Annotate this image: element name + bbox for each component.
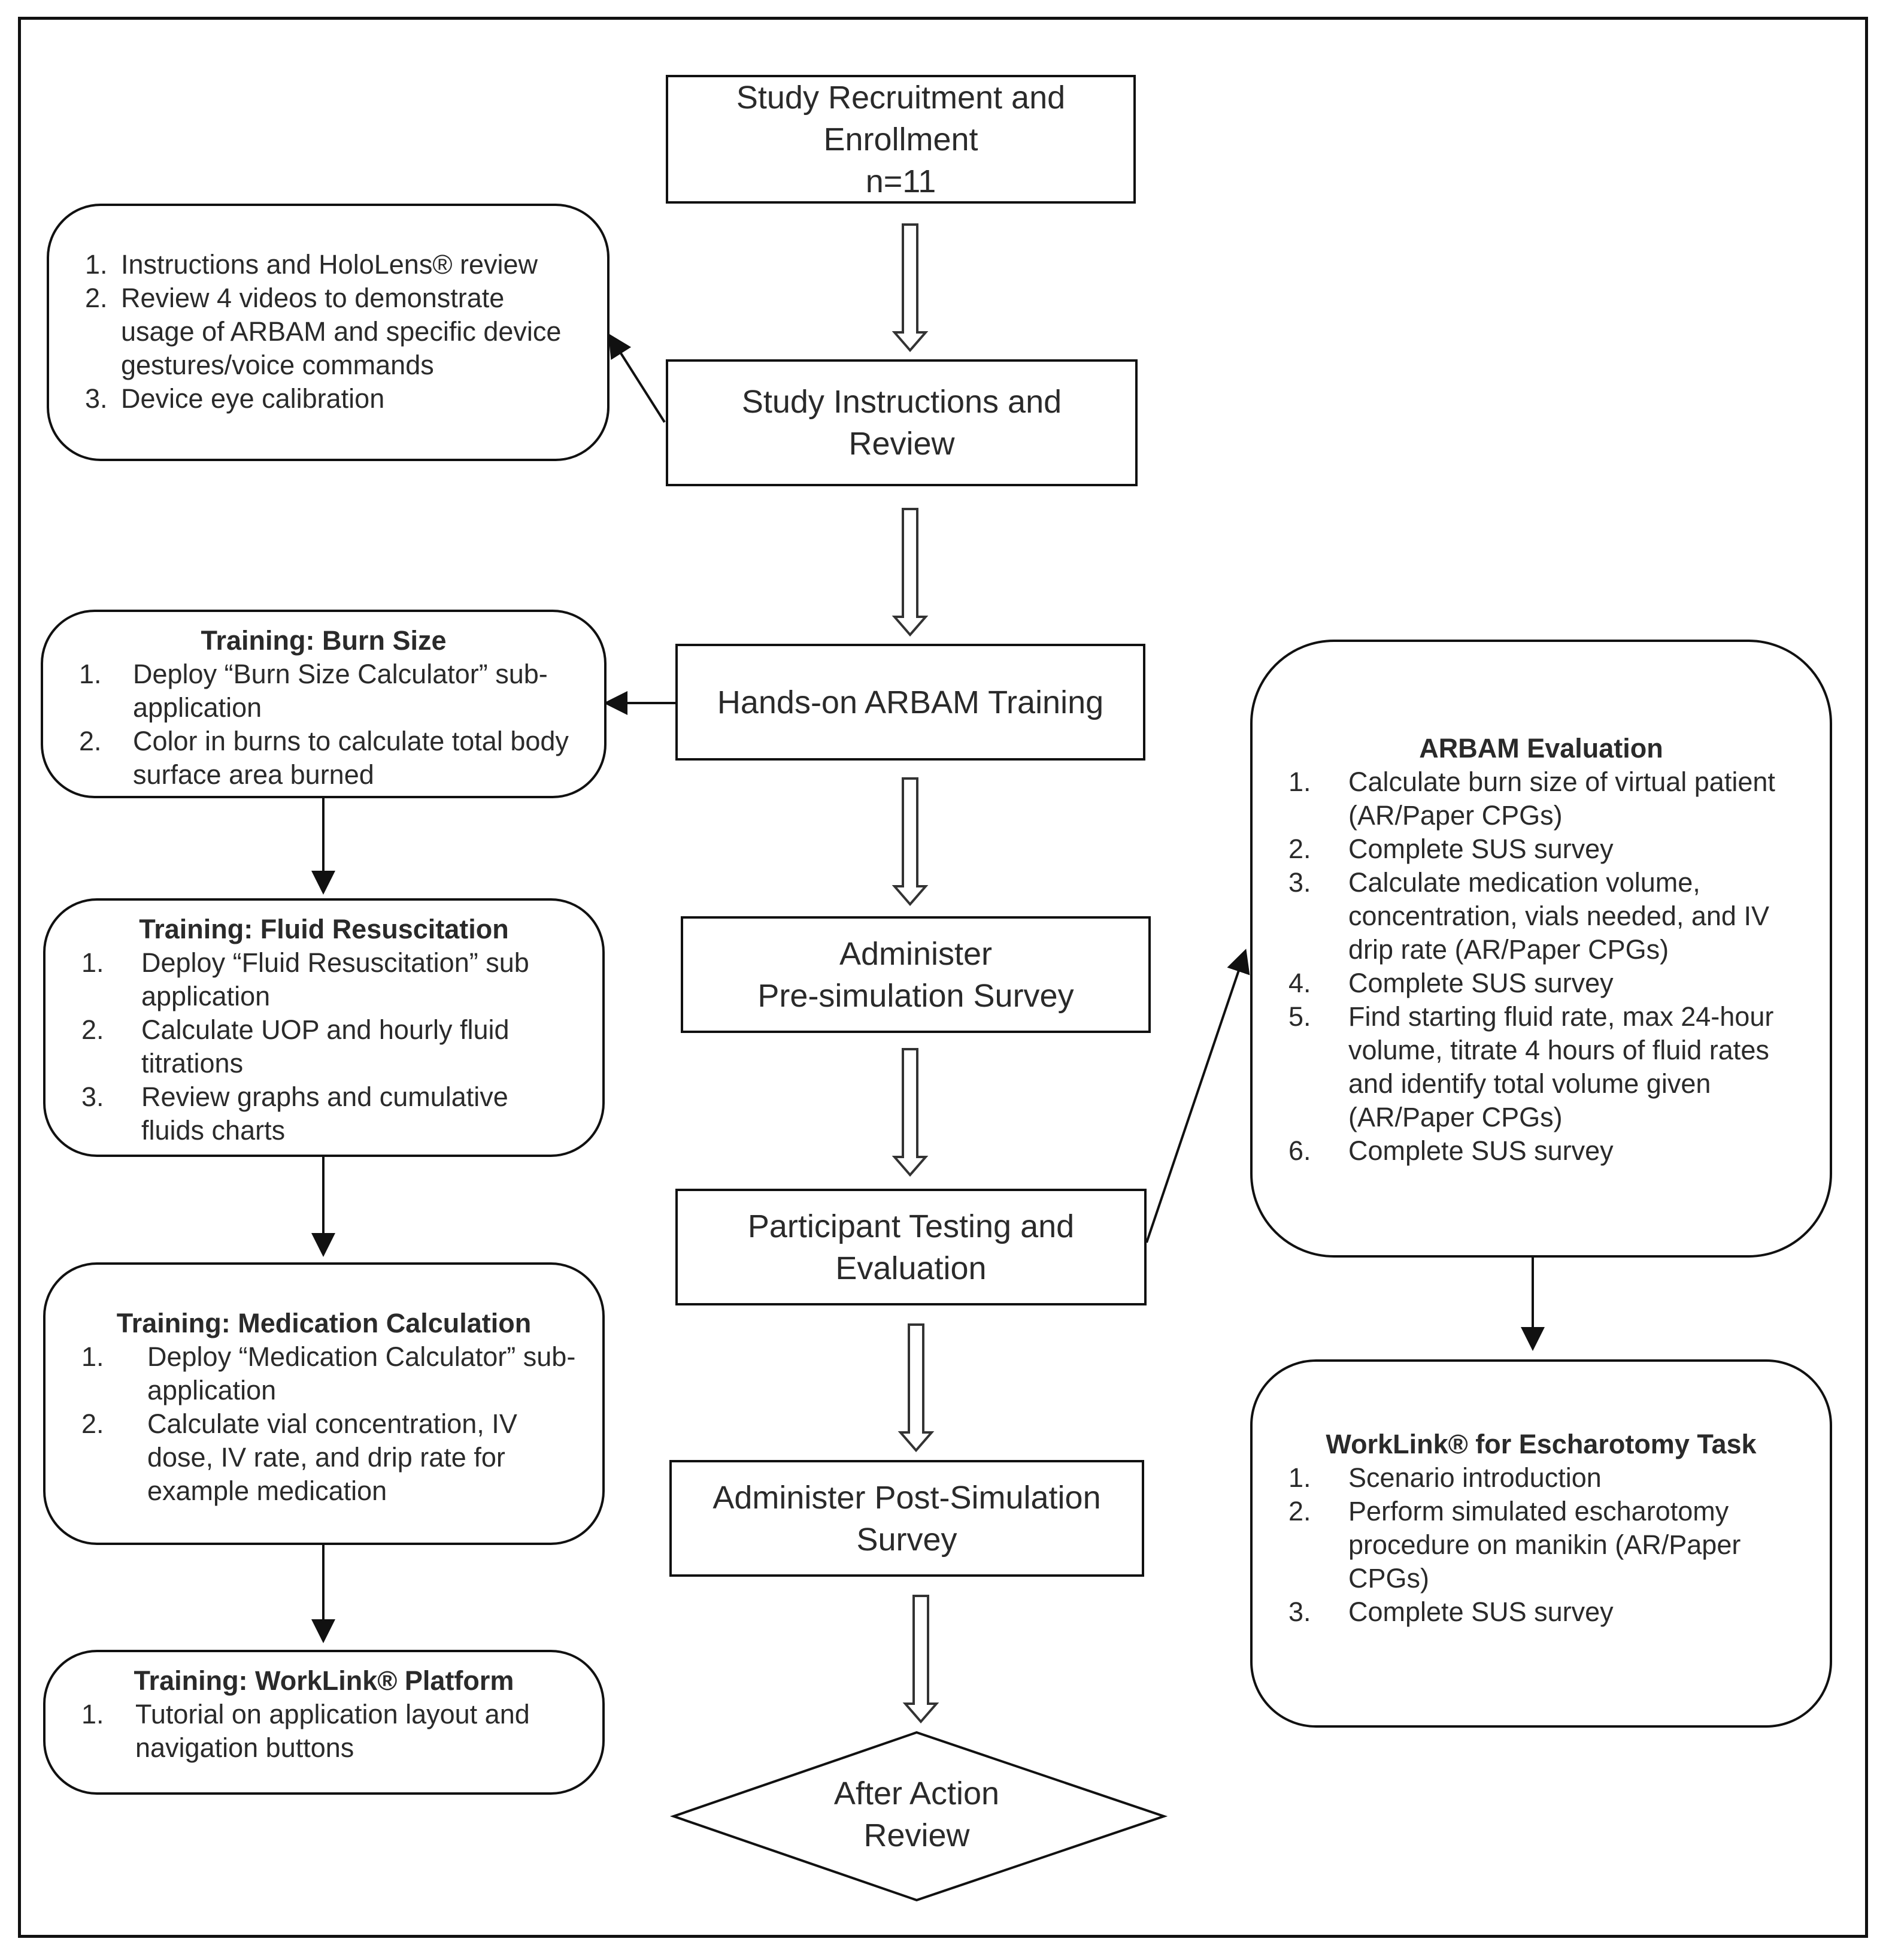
worklink-platform-box: Training: WorkLink® Platform 1.Tutorial … <box>43 1650 605 1795</box>
instructions-line-2: Review <box>848 426 955 462</box>
testing-box: Participant Testing and Evaluation <box>675 1189 1147 1305</box>
arrow-instructions-to-detail <box>608 333 666 423</box>
recruitment-line-2: Enrollment <box>823 121 978 157</box>
instructions-box: Study Instructions and Review <box>666 359 1138 486</box>
figure-border <box>18 17 1868 1938</box>
worklink-list: 1.Tutorial on application layout and nav… <box>69 1698 578 1765</box>
escharotomy-title: WorkLink® for Escharotomy Task <box>1326 1429 1757 1459</box>
post-survey-line-1: Administer Post-Simulation <box>712 1479 1101 1516</box>
pre-survey-line-1: Administer <box>839 935 993 972</box>
list-item: 2.Color in burns to calculate total body… <box>79 726 569 790</box>
testing-line-2: Evaluation <box>835 1250 987 1286</box>
list-item: 3.Review graphs and cumulative fluids ch… <box>81 1082 508 1146</box>
hollow-arrow-4 <box>892 1048 929 1177</box>
arrow-testing-to-arbam <box>1145 949 1250 1243</box>
after-action-line-2: Review <box>863 1817 970 1853</box>
list-item: 2.Perform simulated escharotomy procedur… <box>1288 1496 1741 1594</box>
instructions-line-1: Study Instructions and <box>741 384 1062 420</box>
pre-survey-line-2: Pre-simulation Survey <box>757 977 1074 1014</box>
list-item: 4.Complete SUS survey <box>1288 968 1614 998</box>
instructions-detail-box: 1.Instructions and HoloLens® review 2.Re… <box>47 204 610 461</box>
hollow-arrow-3 <box>892 777 929 907</box>
list-item: 1.Scenario introduction <box>1288 1462 1602 1493</box>
hands-on-training-box: Hands-on ARBAM Training <box>675 644 1145 761</box>
after-action-diamond <box>669 1731 1168 1902</box>
list-item: 1.Tutorial on application layout and nav… <box>81 1699 530 1763</box>
list-item: 3.Calculate medication volume, concentra… <box>1288 867 1769 965</box>
list-item: 2.Calculate vial concentration, IV dose,… <box>81 1408 517 1506</box>
list-item: 1.Instructions and HoloLens® review <box>85 249 538 280</box>
recruitment-box: Study Recruitment and Enrollment n=11 <box>666 75 1136 204</box>
list-item: 2.Calculate UOP and hourly fluid titrati… <box>81 1014 510 1079</box>
post-survey-line-2: Survey <box>856 1521 957 1558</box>
pre-survey-box: Administer Pre-simulation Survey <box>681 916 1151 1033</box>
list-item: 6.Complete SUS survey <box>1288 1135 1614 1166</box>
escharotomy-box: WorkLink® for Escharotomy Task 1.Scenari… <box>1250 1359 1832 1728</box>
list-item: 5.Find starting fluid rate, max 24-hour … <box>1288 1001 1774 1132</box>
recruitment-line-3: n=11 <box>865 163 936 199</box>
recruitment-line-1: Study Recruitment and <box>736 79 1066 116</box>
list-item: 1.Deploy “Medication Calculator” sub-app… <box>81 1341 576 1405</box>
escharotomy-list: 1.Scenario introduction 2.Perform simula… <box>1276 1461 1806 1629</box>
burn-size-list: 1.Deploy “Burn Size Calculator” sub-appl… <box>67 658 580 792</box>
hollow-arrow-2 <box>892 508 929 637</box>
burn-size-title: Training: Burn Size <box>201 625 447 656</box>
testing-line-1: Participant Testing and <box>747 1208 1075 1244</box>
list-item: 2.Complete SUS survey <box>1288 834 1614 864</box>
fluid-resuscitation-box: Training: Fluid Resuscitation 1.Deploy “… <box>43 898 605 1157</box>
fluid-title: Training: Fluid Resuscitation <box>139 914 509 944</box>
list-item: 3.Device eye calibration <box>85 383 385 414</box>
list-item: 1.Calculate burn size of virtual patient… <box>1288 767 1775 831</box>
post-survey-box: Administer Post-Simulation Survey <box>669 1460 1144 1577</box>
fluid-list: 1.Deploy “Fluid Resuscitation” sub appli… <box>69 946 578 1147</box>
instructions-detail-list: 1.Instructions and HoloLens® review 2.Re… <box>85 248 583 416</box>
training-line-1: Hands-on ARBAM Training <box>717 684 1104 720</box>
burn-size-box: Training: Burn Size 1.Deploy “Burn Size … <box>41 610 607 798</box>
after-action-line-1: After Action <box>833 1776 1000 1811</box>
medication-list: 1.Deploy “Medication Calculator” sub-app… <box>69 1340 578 1508</box>
list-item: 1.Deploy “Fluid Resuscitation” sub appli… <box>81 947 529 1011</box>
worklink-title: Training: WorkLink® Platform <box>134 1665 514 1696</box>
arbam-evaluation-box: ARBAM Evaluation 1.Calculate burn size o… <box>1250 640 1832 1258</box>
hollow-arrow-1 <box>892 223 929 353</box>
list-item: 3.Complete SUS survey <box>1288 1597 1614 1627</box>
medication-box: Training: Medication Calculation 1.Deplo… <box>43 1262 605 1545</box>
hollow-arrow-5 <box>897 1323 935 1453</box>
list-item: 2.Review 4 videos to demonstrate usage o… <box>85 283 562 380</box>
list-item: 1.Deploy “Burn Size Calculator” sub-appl… <box>79 659 548 723</box>
medication-title: Training: Medication Calculation <box>116 1308 532 1338</box>
after-action-label: After Action Review <box>778 1773 1055 1856</box>
hollow-arrow-6 <box>902 1595 939 1724</box>
arbam-eval-list: 1.Calculate burn size of virtual patient… <box>1276 765 1806 1168</box>
arbam-eval-title: ARBAM Evaluation <box>1419 733 1663 764</box>
